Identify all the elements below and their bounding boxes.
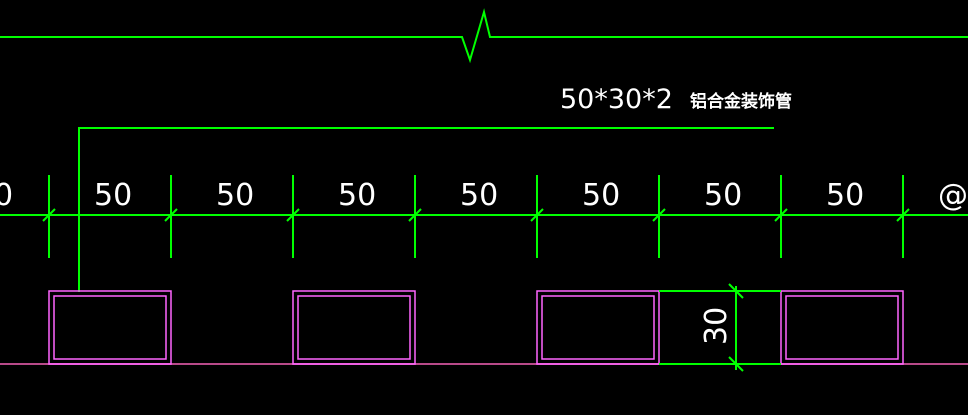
tube-outer-wall — [536, 290, 660, 365]
dimension-label: 50 — [338, 178, 376, 213]
callout-leader — [78, 127, 774, 292]
tube-inner-wall — [297, 295, 411, 360]
dimension-label-partial-left: 0 — [0, 178, 13, 213]
tube — [292, 290, 416, 365]
height-dimension-label: 30 — [699, 307, 734, 345]
dimension-tick — [728, 356, 744, 372]
extension-lines — [48, 175, 904, 258]
callout-label-spec: 50*30*2 — [560, 84, 673, 115]
dimension-label: 50 — [460, 178, 498, 213]
height-dimension — [659, 283, 781, 372]
tube — [536, 290, 660, 365]
dimension-label-partial-right: @5 — [938, 178, 968, 213]
dimension-label: 50 — [216, 178, 254, 213]
tube-outer-wall — [780, 290, 904, 365]
dimension-label: 50 — [582, 178, 620, 213]
tube-inner-wall — [53, 295, 167, 360]
dimension-labels: 0 50 50 50 50 50 50 50 @5 — [0, 178, 968, 213]
tube-outer-wall — [292, 290, 416, 365]
callout-label-material: 铝合金装饰管 — [690, 91, 792, 112]
dimension-label: 50 — [94, 178, 132, 213]
dimension-tick — [408, 208, 422, 222]
dimension-tick — [728, 283, 744, 299]
tube-inner-wall — [785, 295, 899, 360]
tube-outer-wall — [48, 290, 172, 365]
dimension-tick — [774, 208, 788, 222]
dimension-tick — [652, 208, 666, 222]
dimension-label: 50 — [826, 178, 864, 213]
dimension-tick — [530, 208, 544, 222]
dimension-tick — [896, 208, 910, 222]
dimension-tick — [286, 208, 300, 222]
dimension-tick — [42, 208, 56, 222]
dimension-tick — [164, 208, 178, 222]
dimension-label: 50 — [704, 178, 742, 213]
dimension-ticks — [42, 208, 910, 222]
tube — [48, 290, 172, 365]
break-line — [0, 8, 968, 64]
tube-inner-wall — [541, 295, 655, 360]
tube — [780, 290, 904, 365]
